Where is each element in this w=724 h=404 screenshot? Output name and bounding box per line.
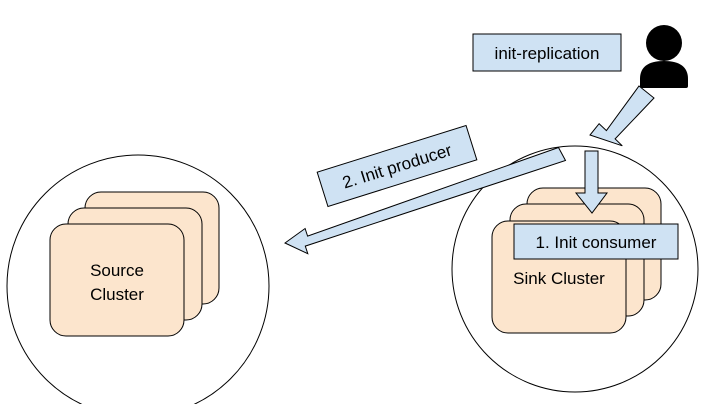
sink-cluster-label: Sink Cluster	[513, 269, 605, 288]
user-icon	[640, 25, 688, 88]
init-consumer-arrow	[574, 150, 608, 214]
init-consumer-label: 1. Init consumer	[536, 233, 657, 252]
init-producer-arrow	[284, 146, 567, 255]
init-replication-box	[472, 33, 622, 72]
user-icon-head	[646, 25, 682, 61]
init-producer-box	[316, 124, 478, 208]
source-cluster-nodes	[49, 191, 220, 337]
init-replication-label: init-replication	[495, 44, 600, 63]
sink-cluster-nodes	[491, 187, 662, 334]
source-cluster-label-line2: Cluster	[90, 285, 144, 304]
init-replication-arrow	[589, 85, 655, 147]
source-node-front	[49, 223, 185, 337]
init-consumer-box	[513, 223, 679, 260]
user-icon-body	[640, 61, 688, 88]
source-cluster-label-line1: Source	[90, 261, 144, 280]
